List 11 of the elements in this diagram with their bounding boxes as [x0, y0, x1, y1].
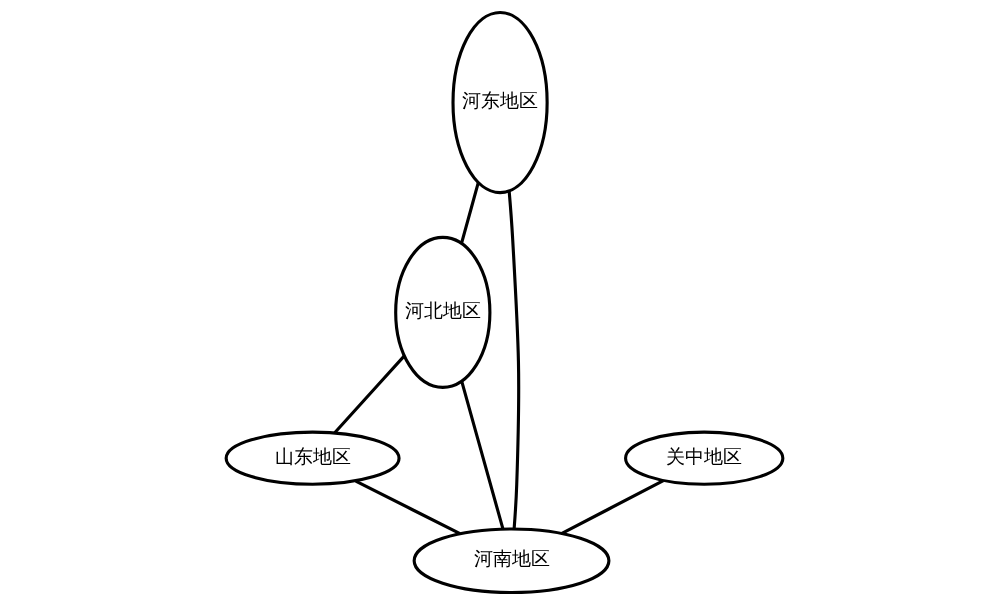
node-ellipse: 河北地区	[393, 235, 491, 389]
node-ellipse: 河南地区	[412, 527, 610, 595]
connector	[459, 380, 504, 530]
connector	[333, 355, 405, 434]
node-ellipse: 山东地区	[224, 430, 401, 486]
connector	[560, 479, 664, 535]
connector	[354, 479, 461, 536]
connector	[459, 182, 480, 244]
node-ellipse: 关中地区	[623, 430, 784, 486]
connector	[507, 190, 520, 530]
node-ellipse: 河东地区	[450, 10, 549, 195]
